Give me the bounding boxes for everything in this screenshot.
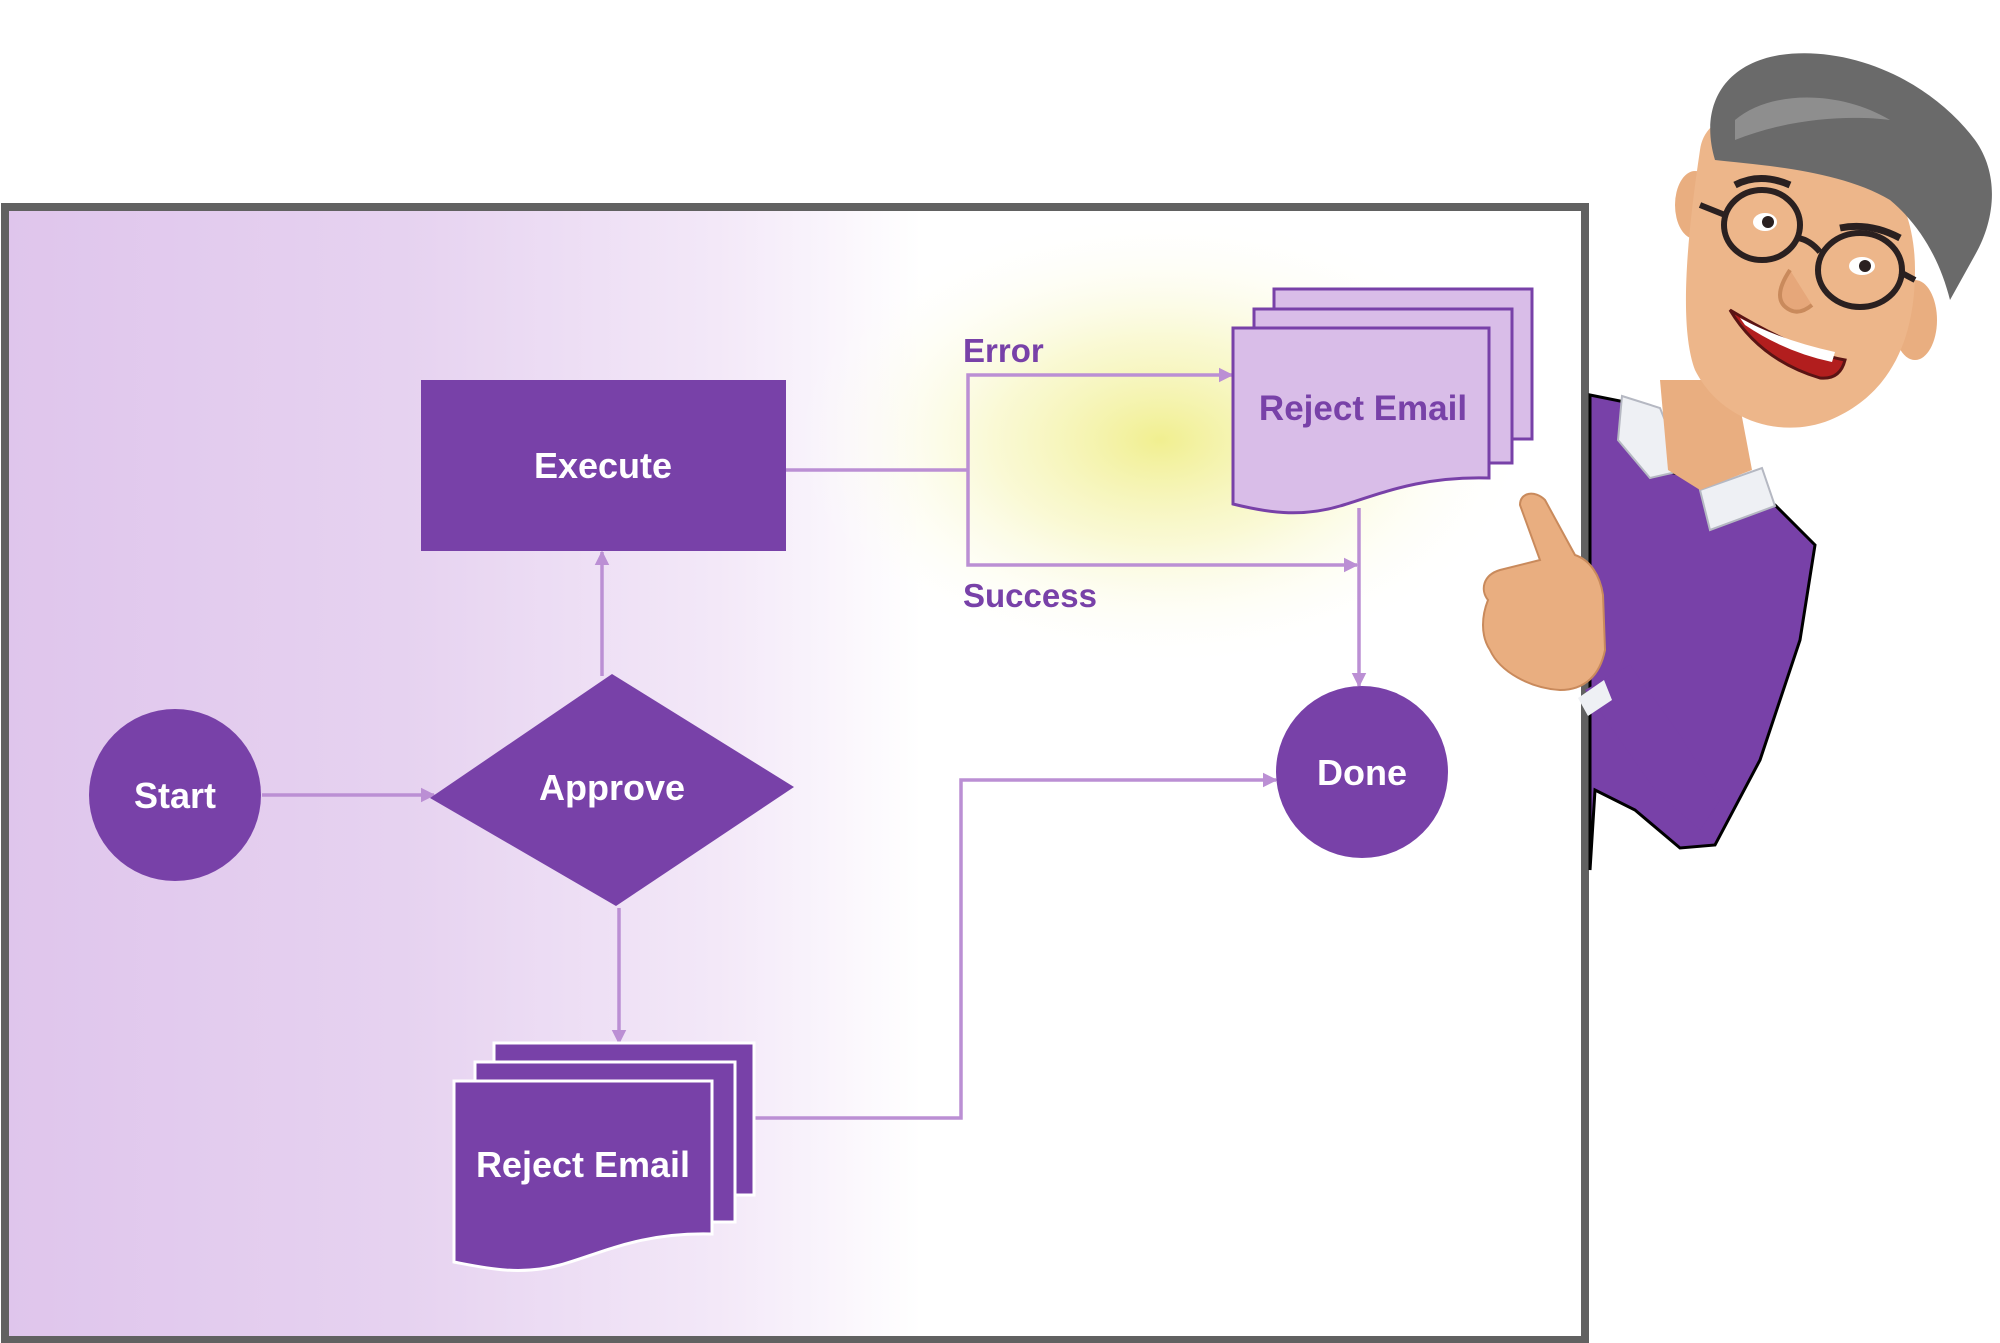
node-execute[interactable]: Execute — [421, 380, 786, 551]
node-reject-email-bottom-label: Reject Email — [476, 1144, 690, 1185]
node-approve[interactable]: Approve — [430, 674, 794, 906]
edge-success-label: Success — [963, 577, 1097, 614]
edge-reject-bottom-done — [755, 772, 1278, 1120]
node-execute-label: Execute — [534, 445, 672, 486]
node-reject-email-bottom[interactable]: Reject Email — [452, 1041, 756, 1272]
node-reject-email-top[interactable]: Reject Email — [1231, 287, 1534, 515]
connectors — [262, 367, 1367, 1120]
node-approve-label: Approve — [539, 767, 685, 808]
edge-success — [966, 470, 1359, 573]
node-start-label: Start — [134, 775, 216, 816]
node-reject-email-top-label: Reject Email — [1259, 389, 1467, 428]
edge-error-label: Error — [963, 332, 1044, 369]
node-done-label: Done — [1317, 752, 1407, 793]
node-done[interactable]: Done — [1276, 686, 1448, 858]
node-start[interactable]: Start — [89, 709, 261, 881]
pointing-man-icon — [1482, 53, 1992, 871]
edge-error — [966, 367, 1234, 470]
